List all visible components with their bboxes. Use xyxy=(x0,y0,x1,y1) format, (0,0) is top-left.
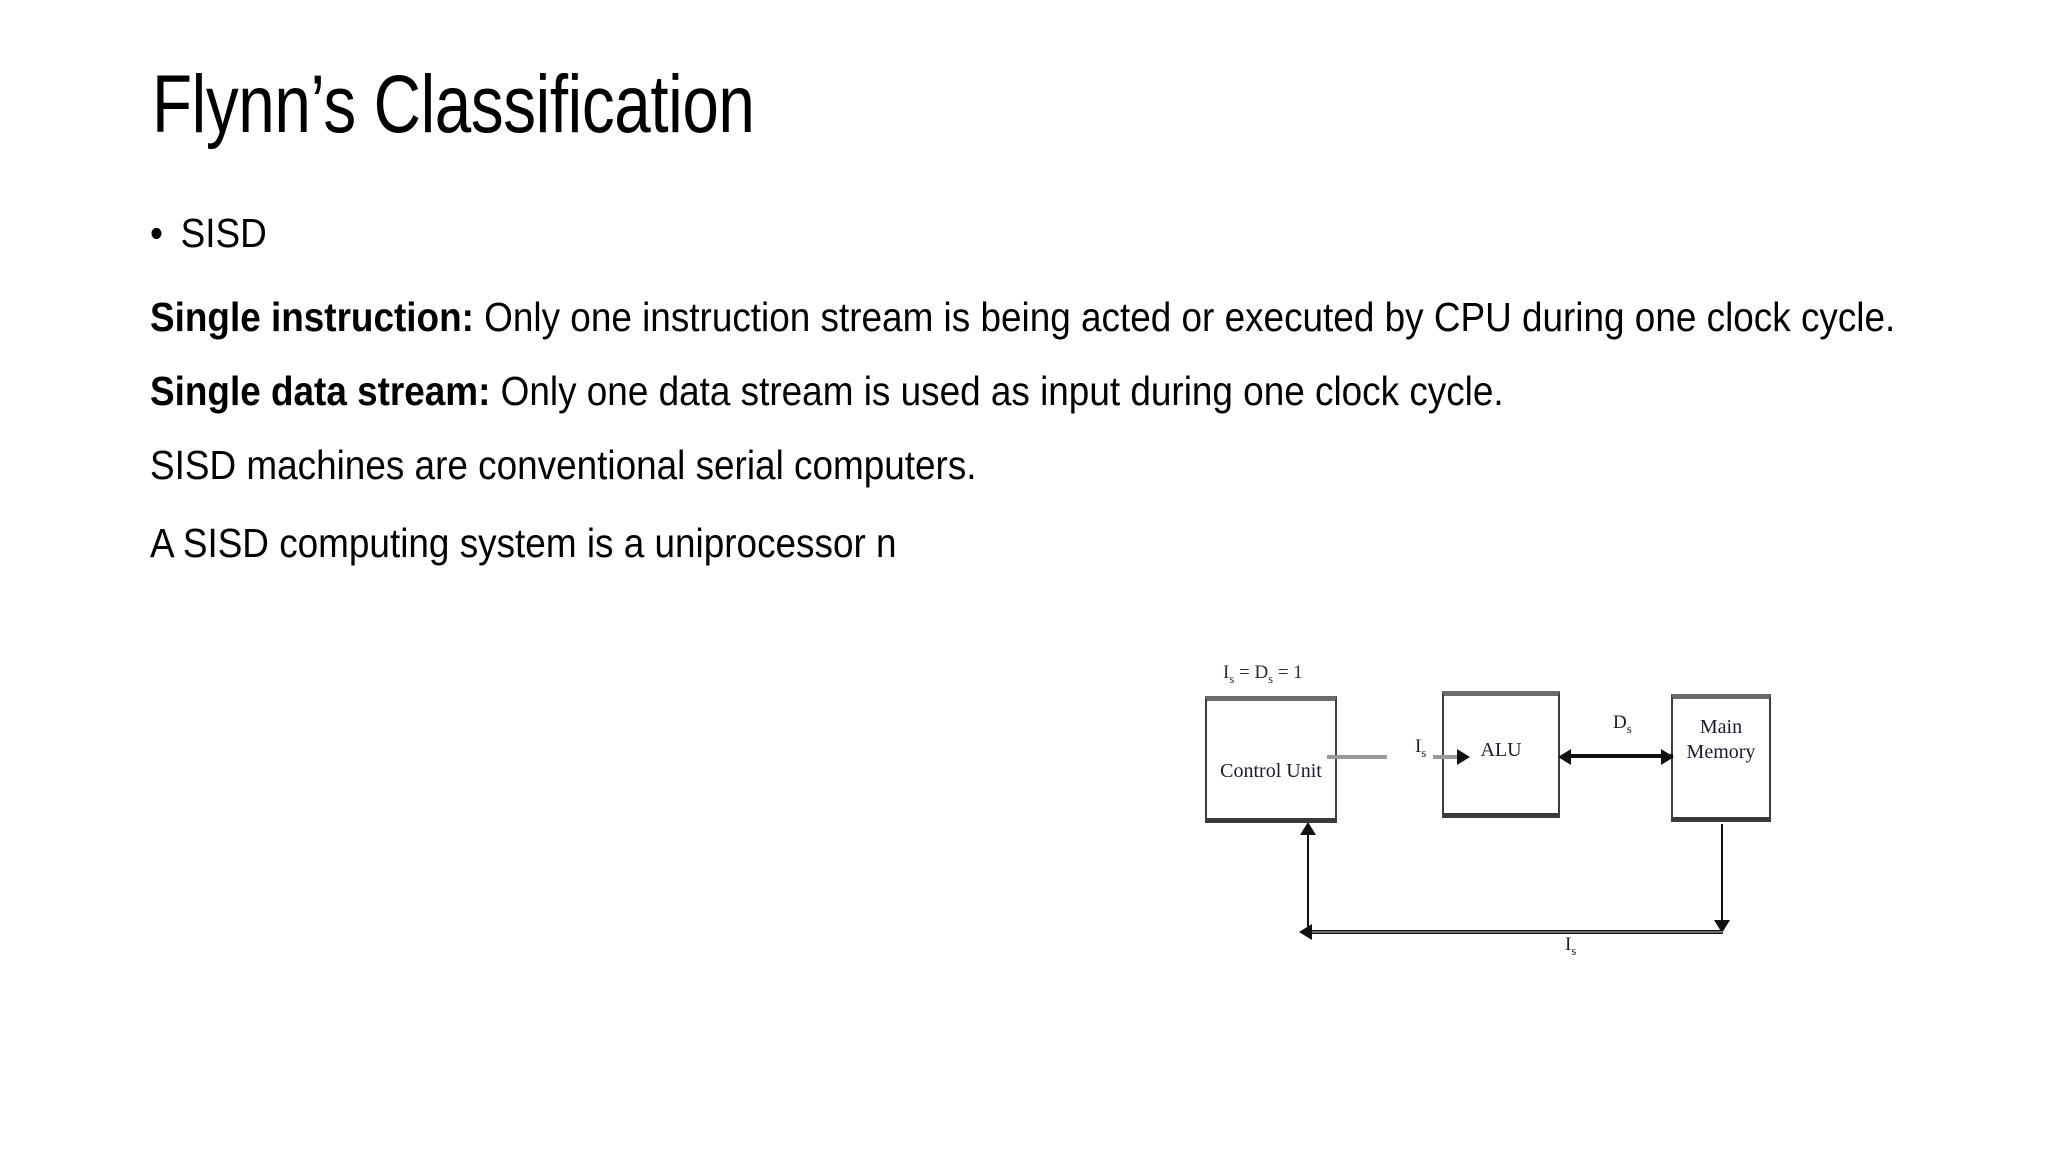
diagram-box-alu-label: ALU xyxy=(1480,739,1522,761)
diagram-label-is-bottom-symbol: I xyxy=(1565,934,1572,955)
diagram-box-main-memory-line2: Memory xyxy=(1686,741,1756,763)
paragraph-body-single-instruction: Only one instruction stream is being act… xyxy=(473,294,1896,341)
diagram-connector-memory-down xyxy=(1721,824,1723,932)
diagram-top-label-i-sub: s xyxy=(1229,671,1235,686)
diagram-top-label-d: D xyxy=(1254,662,1269,683)
diagram-arrowhead-into-alu xyxy=(1457,749,1470,765)
slide-body: • SISD Single instruction: Only one instr… xyxy=(150,208,1910,568)
diagram-box-main-memory: Main Memory xyxy=(1671,694,1771,822)
paragraph-lead-single-data-stream: Single data stream: xyxy=(150,368,491,415)
diagram-connector-up-to-control-unit xyxy=(1307,828,1309,932)
diagram-label-is-bottom-sub: s xyxy=(1571,943,1577,958)
diagram-connector-control-unit-out xyxy=(1327,755,1387,759)
paragraph-sisd-machines: SISD machines are conventional serial co… xyxy=(150,442,977,489)
bullet-item-label: SISD xyxy=(180,210,267,256)
diagram-top-label: Is = Ds = 1 xyxy=(1223,662,1303,687)
diagram-box-main-memory-line1: Main xyxy=(1699,716,1743,738)
diagram-box-main-memory-label: Main Memory xyxy=(1687,715,1756,765)
diagram-top-label-d-sub: s xyxy=(1268,671,1274,686)
diagram-box-control-unit-label: Control Unit xyxy=(1220,760,1322,782)
paragraph-lead-single-instruction: Single instruction: xyxy=(150,294,474,341)
diagram-label-instruction-stream-top: Is xyxy=(1415,736,1426,761)
diagram-connector-alu-memory xyxy=(1563,754,1673,758)
diagram-connector-feedback-bottom xyxy=(1308,930,1723,934)
paragraph-single-data-stream: Single data stream: Only one data stream… xyxy=(150,366,1908,416)
diagram-top-label-eq2: = 1 xyxy=(1273,662,1303,683)
diagram-arrowhead-alu-to-memory xyxy=(1661,749,1674,765)
diagram-arrowhead-feedback-left xyxy=(1299,924,1312,940)
diagram-label-is-top-symbol: I xyxy=(1415,736,1422,757)
diagram-connector-instruction-stream xyxy=(1433,755,1461,759)
diagram-label-is-top-sub: s xyxy=(1421,745,1427,760)
diagram-top-label-i: I xyxy=(1223,662,1230,683)
diagram-top-label-eq1: = xyxy=(1234,662,1255,683)
diagram-arrowhead-into-control-unit xyxy=(1300,822,1316,835)
sisd-block-diagram: Is = Ds = 1 Control Unit ALU Main Memory xyxy=(1205,662,1905,982)
bullet-list-item-sisd: • SISD xyxy=(150,208,1908,258)
diagram-arrowhead-memory-to-alu xyxy=(1558,749,1571,765)
diagram-box-control-unit: Control Unit xyxy=(1205,696,1337,823)
paragraph-uniprocessor: A SISD computing system is a uniprocesso… xyxy=(150,520,897,567)
paragraph-single-instruction: Single instruction: Only one instruction… xyxy=(150,292,1908,342)
diagram-label-ds-sub: s xyxy=(1626,721,1632,736)
paragraph-body-single-data-stream: Only one data stream is used as input du… xyxy=(490,368,1504,415)
page-title: Flynn’s Classification xyxy=(152,59,755,150)
diagram-arrowhead-memory-down xyxy=(1714,920,1730,933)
diagram-label-ds-symbol: D xyxy=(1613,712,1627,733)
bullet-marker-icon: • xyxy=(150,210,163,256)
diagram-label-data-stream: Ds xyxy=(1613,712,1632,737)
diagram-label-instruction-stream-bottom: Is xyxy=(1565,934,1576,959)
